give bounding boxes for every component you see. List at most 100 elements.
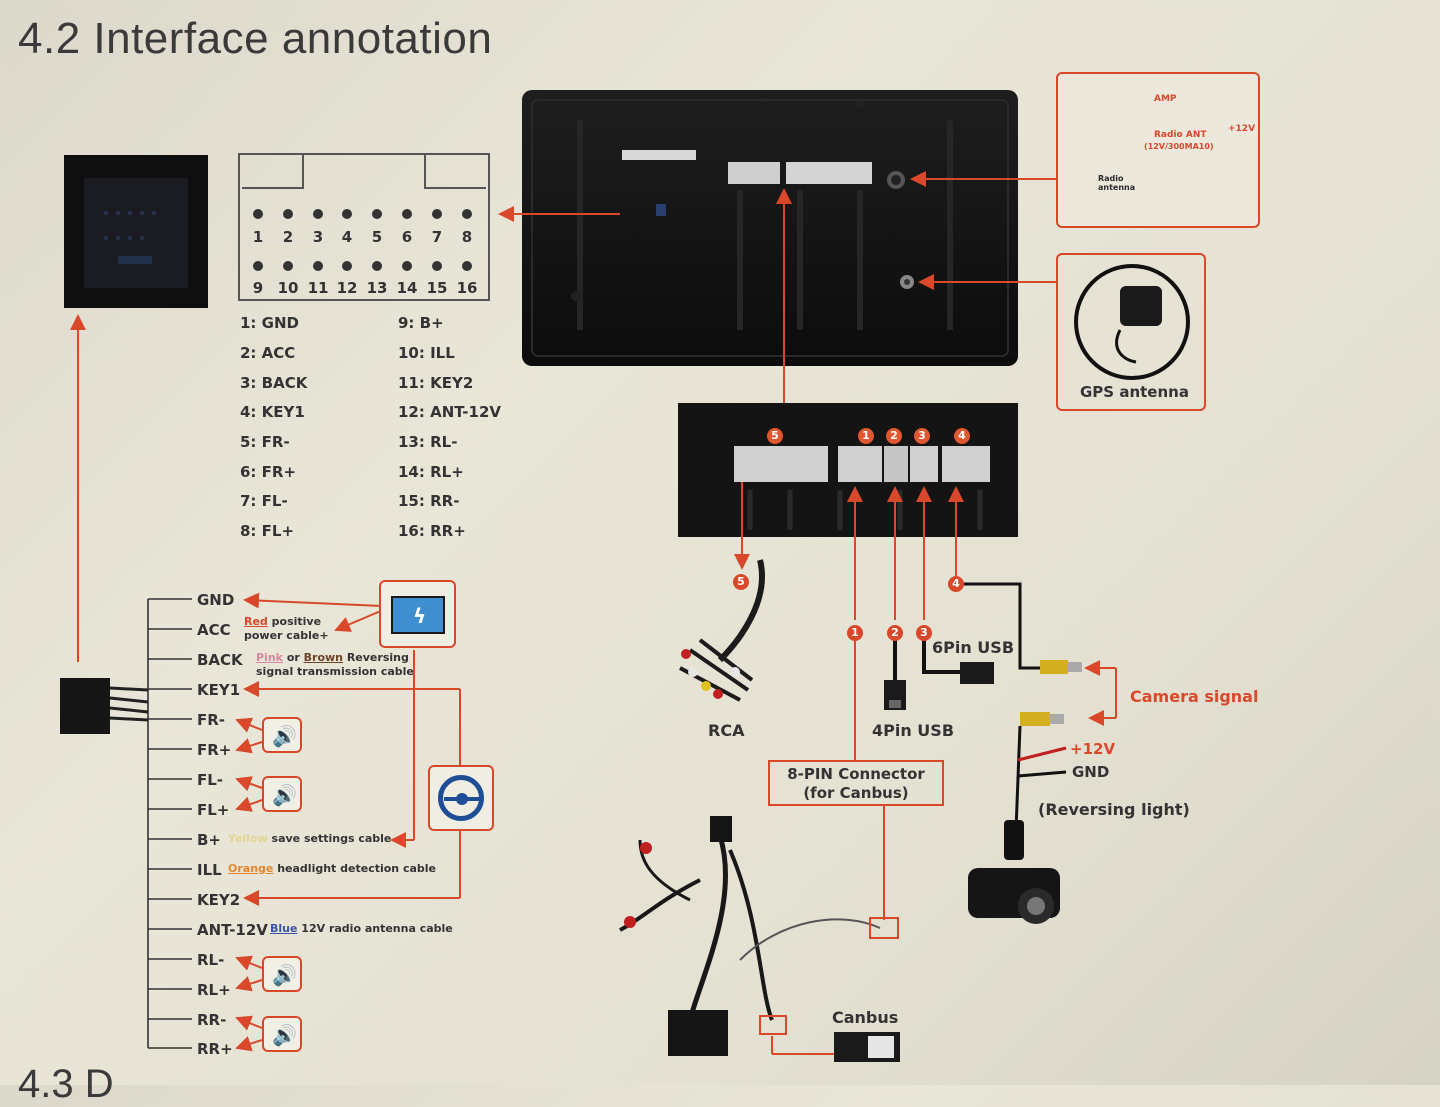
wire-label: RL+ xyxy=(197,981,231,999)
note-text: signal transmission cable xyxy=(256,665,414,678)
pin-dot xyxy=(432,261,442,271)
radio-ant-label: Radio ANT xyxy=(1154,130,1207,140)
pin-number: 14 xyxy=(396,279,418,297)
wire-label: ACC xyxy=(197,621,231,639)
wire-label: FR- xyxy=(197,711,226,729)
pin-definition: 10: ILL xyxy=(398,344,455,362)
cable-number: 1 xyxy=(847,625,863,641)
wire-label: BACK xyxy=(197,651,243,669)
speaker-glyph: 🔊 xyxy=(272,1023,297,1047)
harness-plug xyxy=(60,678,149,734)
pin-number: 4 xyxy=(341,228,353,246)
pin-key-left xyxy=(242,155,304,189)
canbus-harness xyxy=(619,816,900,1062)
pin-number: 5 xyxy=(371,228,383,246)
camera-icon xyxy=(968,820,1060,924)
wire-label: FL+ xyxy=(197,801,230,819)
pin-dot xyxy=(342,209,352,219)
color-word: Brown xyxy=(303,651,343,664)
color-word: Orange xyxy=(228,862,274,875)
connector8-title: 8-PIN Connector xyxy=(787,765,925,783)
ant-note: Blue 12V radio antenna cable xyxy=(270,922,453,936)
rca-label: RCA xyxy=(708,721,745,740)
amp-label: AMP xyxy=(1154,94,1177,104)
camera-wiring xyxy=(964,582,1082,860)
acc-note: Red positive power cable+ xyxy=(244,615,329,643)
connector8-subtitle: (for Canbus) xyxy=(803,784,909,802)
note-text: positive xyxy=(267,615,322,628)
gps-antenna-icon xyxy=(1074,264,1190,380)
connection-arrows xyxy=(70,171,1117,1055)
pin-dot xyxy=(432,209,442,219)
port-number: 4 xyxy=(954,428,970,444)
note-text: 12V radio antenna cable xyxy=(301,922,453,935)
pin-dot xyxy=(372,209,382,219)
radio-ant-spec: (12V/300MA10) xyxy=(1144,142,1214,151)
color-word: Red xyxy=(244,615,268,628)
harness-bracket xyxy=(147,598,192,1049)
pin-definition: 11: KEY2 xyxy=(398,374,474,392)
pin-number: 7 xyxy=(431,228,443,246)
speaker-icon: 🔊 xyxy=(262,1016,302,1052)
bplus-note: Yellow save settings cable xyxy=(228,832,391,846)
cable-number: 3 xyxy=(916,625,932,641)
bolt-glyph: ϟ xyxy=(413,604,427,628)
gnd-label: GND xyxy=(1072,763,1110,781)
pin-definition: 13: RL- xyxy=(398,433,458,451)
note-text: Reversing xyxy=(343,651,409,664)
pin-dot xyxy=(313,209,323,219)
pin-dot xyxy=(402,209,412,219)
wire-label: ANT-12V xyxy=(197,921,268,939)
port-number: 2 xyxy=(886,428,902,444)
back-note: Pink or Brown Reversing signal transmiss… xyxy=(256,651,414,679)
plus12v-label: +12V xyxy=(1070,740,1116,758)
radio-antenna-word: antenna xyxy=(1098,183,1136,192)
pin-definition: 14: RL+ xyxy=(398,463,464,481)
pin-number: 10 xyxy=(277,279,299,297)
wire-label: RL- xyxy=(197,951,225,969)
connector8-box: 8-PIN Connector (for Canbus) xyxy=(768,760,944,806)
usb4-label: 4Pin USB xyxy=(872,721,955,740)
wire-label: KEY1 xyxy=(197,681,241,699)
cable-number: 4 xyxy=(948,576,964,592)
pin-dot xyxy=(283,261,293,271)
radio-antenna-word: Radio xyxy=(1098,174,1124,183)
pin-number: 15 xyxy=(426,279,448,297)
pin-definition: 8: FL+ xyxy=(240,522,295,540)
note-text: or xyxy=(282,651,304,664)
speaker-glyph: 🔊 xyxy=(272,724,297,748)
pin-definition: 6: FR+ xyxy=(240,463,297,481)
pin-number: 13 xyxy=(366,279,388,297)
pin-definition: 16: RR+ xyxy=(398,522,466,540)
pin-dot xyxy=(313,261,323,271)
speaker-icon: 🔊 xyxy=(262,717,302,753)
usb6-label: 6Pin USB xyxy=(932,638,1015,657)
cable-number: 5 xyxy=(733,574,749,590)
camera-signal-label: Camera signal xyxy=(1130,687,1259,706)
color-word: Yellow xyxy=(228,832,268,845)
pin-dot xyxy=(372,261,382,271)
pin-number: 3 xyxy=(312,228,324,246)
wire-label: ILL xyxy=(197,861,222,879)
radio-antenna-label: Radio antenna xyxy=(1098,174,1135,192)
pin-dot xyxy=(402,261,412,271)
wire-label: B+ xyxy=(197,831,222,849)
color-word: Pink xyxy=(256,651,283,664)
color-word: Blue xyxy=(270,922,298,935)
pin-key-right xyxy=(424,155,486,189)
pin-dot xyxy=(462,209,472,219)
speaker-icon: 🔊 xyxy=(262,956,302,992)
speaker-glyph: 🔊 xyxy=(272,963,297,987)
pin-definition: 12: ANT-12V xyxy=(398,403,501,421)
ill-note: Orange headlight detection cable xyxy=(228,862,436,876)
wire-label: RR+ xyxy=(197,1040,233,1058)
speaker-icon: 🔊 xyxy=(262,776,302,812)
pin-number: 9 xyxy=(252,279,264,297)
note-text: headlight detection cable xyxy=(277,862,437,875)
wheel-rim xyxy=(438,775,484,821)
speaker-glyph: 🔊 xyxy=(272,783,297,807)
wire-label: FL- xyxy=(197,771,224,789)
pin-definition: 1: GND xyxy=(240,314,299,332)
battery-icon: ϟ xyxy=(379,580,456,648)
